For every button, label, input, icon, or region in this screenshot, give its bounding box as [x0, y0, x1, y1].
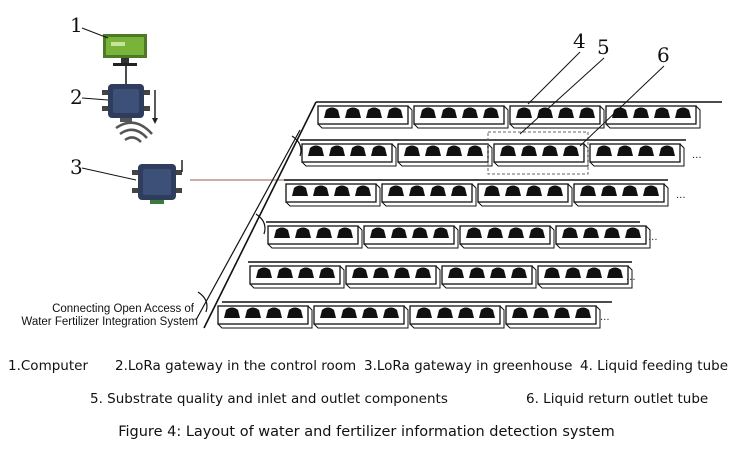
callout-leader-2 [81, 97, 109, 101]
cultivation-trough [313, 305, 409, 329]
callout-6: 6 [657, 43, 670, 67]
row-continuation-ellipsis: ... [626, 272, 636, 283]
cultivation-trough [317, 105, 413, 129]
component-highlight-box [487, 131, 589, 175]
cultivation-trough [477, 183, 573, 207]
callout-leader-3 [81, 167, 137, 181]
legend-item-1: 1.Computer [8, 358, 88, 374]
legend-item-2: 2.LoRa gateway in the control room [115, 358, 357, 374]
cultivation-trough [409, 305, 505, 329]
callout-3: 3 [70, 155, 83, 179]
connection-label-line1: Connecting Open Access of [52, 303, 195, 315]
cultivation-trough [459, 225, 555, 249]
cultivation-trough [267, 225, 363, 249]
cultivation-trough [217, 305, 313, 329]
callout-2: 2 [70, 85, 83, 109]
callout-4: 4 [573, 29, 586, 53]
greenhouse-gateway-icon [132, 164, 182, 204]
legend-item-6: 6. Liquid return outlet tube [526, 391, 709, 407]
cultivation-trough [555, 225, 651, 249]
cultivation-trough [345, 265, 441, 289]
cultivation-trough [397, 143, 493, 167]
wireless-signal-icon [115, 121, 153, 143]
connection-label-line2: Water Fertilizer Integration System [21, 316, 198, 328]
cultivation-trough [249, 265, 345, 289]
cultivation-trough [285, 183, 381, 207]
callout-leader-5 [519, 57, 605, 135]
callout-leader-1 [81, 27, 109, 39]
cultivation-trough [605, 105, 701, 129]
legend-item-5: 5. Substrate quality and inlet and outle… [90, 391, 448, 407]
figure-caption: Figure 4: Layout of water and fertilizer… [118, 424, 615, 440]
arrow-down-icon [152, 118, 158, 124]
legend-item-4: 4. Liquid feeding tube [580, 358, 729, 374]
cultivation-trough [509, 105, 605, 129]
computer-icon [103, 34, 147, 66]
callout-leader-4 [527, 51, 581, 105]
row-continuation-ellipsis: ... [692, 150, 702, 161]
greenhouse-frame [195, 101, 317, 329]
cultivation-trough [589, 143, 685, 167]
cultivation-trough [381, 183, 477, 207]
control-room-gateway-icon [102, 66, 150, 122]
callout-1: 1 [70, 13, 83, 37]
row-continuation-ellipsis: ... [676, 190, 686, 201]
cultivation-trough [301, 143, 397, 167]
row-continuation-ellipsis: ... [648, 232, 658, 243]
cultivation-trough [363, 225, 459, 249]
legend-item-3: 3.LoRa gateway in greenhouse [364, 358, 573, 374]
cultivation-trough [493, 143, 589, 167]
cultivation-rows: ............... [217, 101, 722, 329]
cultivation-trough [505, 305, 601, 329]
callout-leader-6 [579, 65, 665, 147]
callout-5: 5 [597, 35, 610, 59]
cultivation-trough [573, 183, 669, 207]
cultivation-trough [413, 105, 509, 129]
system-layout-diagram: 1 2 3 ........ [21, 13, 722, 329]
cultivation-trough [537, 265, 633, 289]
row-continuation-ellipsis: ... [600, 312, 610, 323]
cultivation-trough [441, 265, 537, 289]
